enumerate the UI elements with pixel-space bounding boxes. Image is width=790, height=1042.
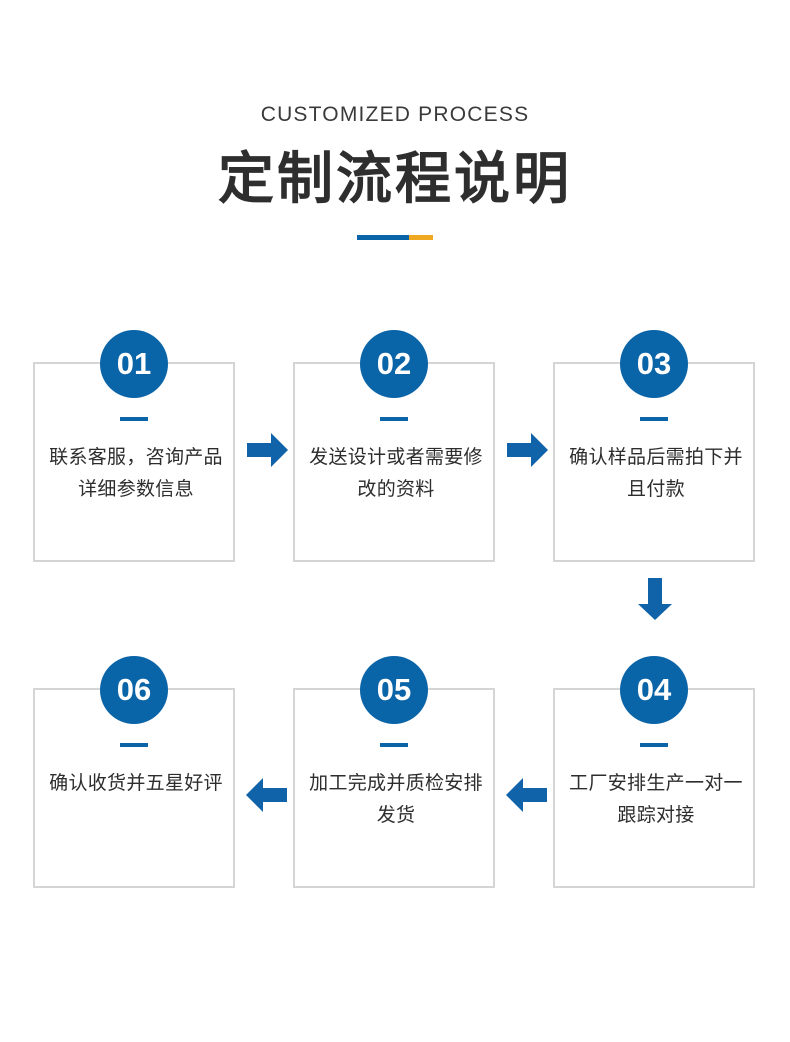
step-divider-dash bbox=[640, 417, 668, 421]
step-divider-dash bbox=[640, 743, 668, 747]
step-description-03: 确认样品后需拍下并且付款 bbox=[569, 447, 743, 500]
arrow-shaft bbox=[263, 788, 287, 802]
process-step-card-01[interactable]: 01 联系客服，咨询产品详细参数信息 bbox=[33, 330, 235, 562]
arrow-head bbox=[246, 778, 263, 812]
arrow-down-icon-step-03-to-04 bbox=[638, 578, 672, 620]
step-number-badge-04: 04 bbox=[620, 656, 688, 724]
page-subtitle-english: CUSTOMIZED PROCESS bbox=[260, 103, 530, 126]
arrow-left-icon-step-04-to-05 bbox=[506, 778, 547, 812]
step-number-badge-05: 05 bbox=[360, 656, 428, 724]
step-divider-dash bbox=[380, 417, 408, 421]
arrow-right-icon-step-01-to-02 bbox=[247, 433, 288, 467]
step-divider-dash bbox=[380, 743, 408, 747]
arrow-head bbox=[531, 433, 548, 467]
title-divider bbox=[357, 211, 433, 241]
arrow-shaft bbox=[247, 443, 271, 457]
step-number-badge-02: 02 bbox=[360, 330, 428, 398]
page-header: CUSTOMIZED PROCESS 定制流程说明 bbox=[0, 0, 790, 241]
divider-orange-segment bbox=[409, 235, 433, 241]
step-divider-dash bbox=[120, 743, 148, 747]
arrow-right-icon-step-02-to-03 bbox=[507, 433, 548, 467]
arrow-head bbox=[638, 604, 672, 620]
arrow-head bbox=[271, 433, 288, 467]
arrow-head bbox=[506, 778, 523, 812]
arrow-left-icon-step-05-to-06 bbox=[246, 778, 287, 812]
process-step-card-04[interactable]: 04 工厂安排生产一对一跟踪对接 bbox=[553, 656, 755, 888]
step-description-06: 确认收货并五星好评 bbox=[49, 773, 223, 794]
step-description-02: 发送设计或者需要修改的资料 bbox=[309, 447, 483, 500]
arrow-shaft bbox=[507, 443, 531, 457]
step-number-badge-06: 06 bbox=[100, 656, 168, 724]
step-number-badge-03: 03 bbox=[620, 330, 688, 398]
divider-blue-segment bbox=[357, 235, 409, 241]
step-divider-dash bbox=[120, 417, 148, 421]
step-description-01: 联系客服，咨询产品详细参数信息 bbox=[49, 447, 223, 500]
process-step-card-03[interactable]: 03 确认样品后需拍下并且付款 bbox=[553, 330, 755, 562]
step-description-05: 加工完成并质检安排发货 bbox=[309, 773, 483, 826]
step-number-badge-01: 01 bbox=[100, 330, 168, 398]
process-flow-diagram: 01 联系客服，咨询产品详细参数信息 02 发送设计或者需要修改的资料 03 确… bbox=[0, 330, 790, 930]
process-step-card-06[interactable]: 06 确认收货并五星好评 bbox=[33, 656, 235, 888]
process-step-card-05[interactable]: 05 加工完成并质检安排发货 bbox=[293, 656, 495, 888]
page-title: 定制流程说明 bbox=[218, 147, 572, 210]
arrow-shaft bbox=[523, 788, 547, 802]
process-step-card-02[interactable]: 02 发送设计或者需要修改的资料 bbox=[293, 330, 495, 562]
arrow-shaft bbox=[648, 578, 662, 604]
step-description-04: 工厂安排生产一对一跟踪对接 bbox=[569, 773, 743, 826]
